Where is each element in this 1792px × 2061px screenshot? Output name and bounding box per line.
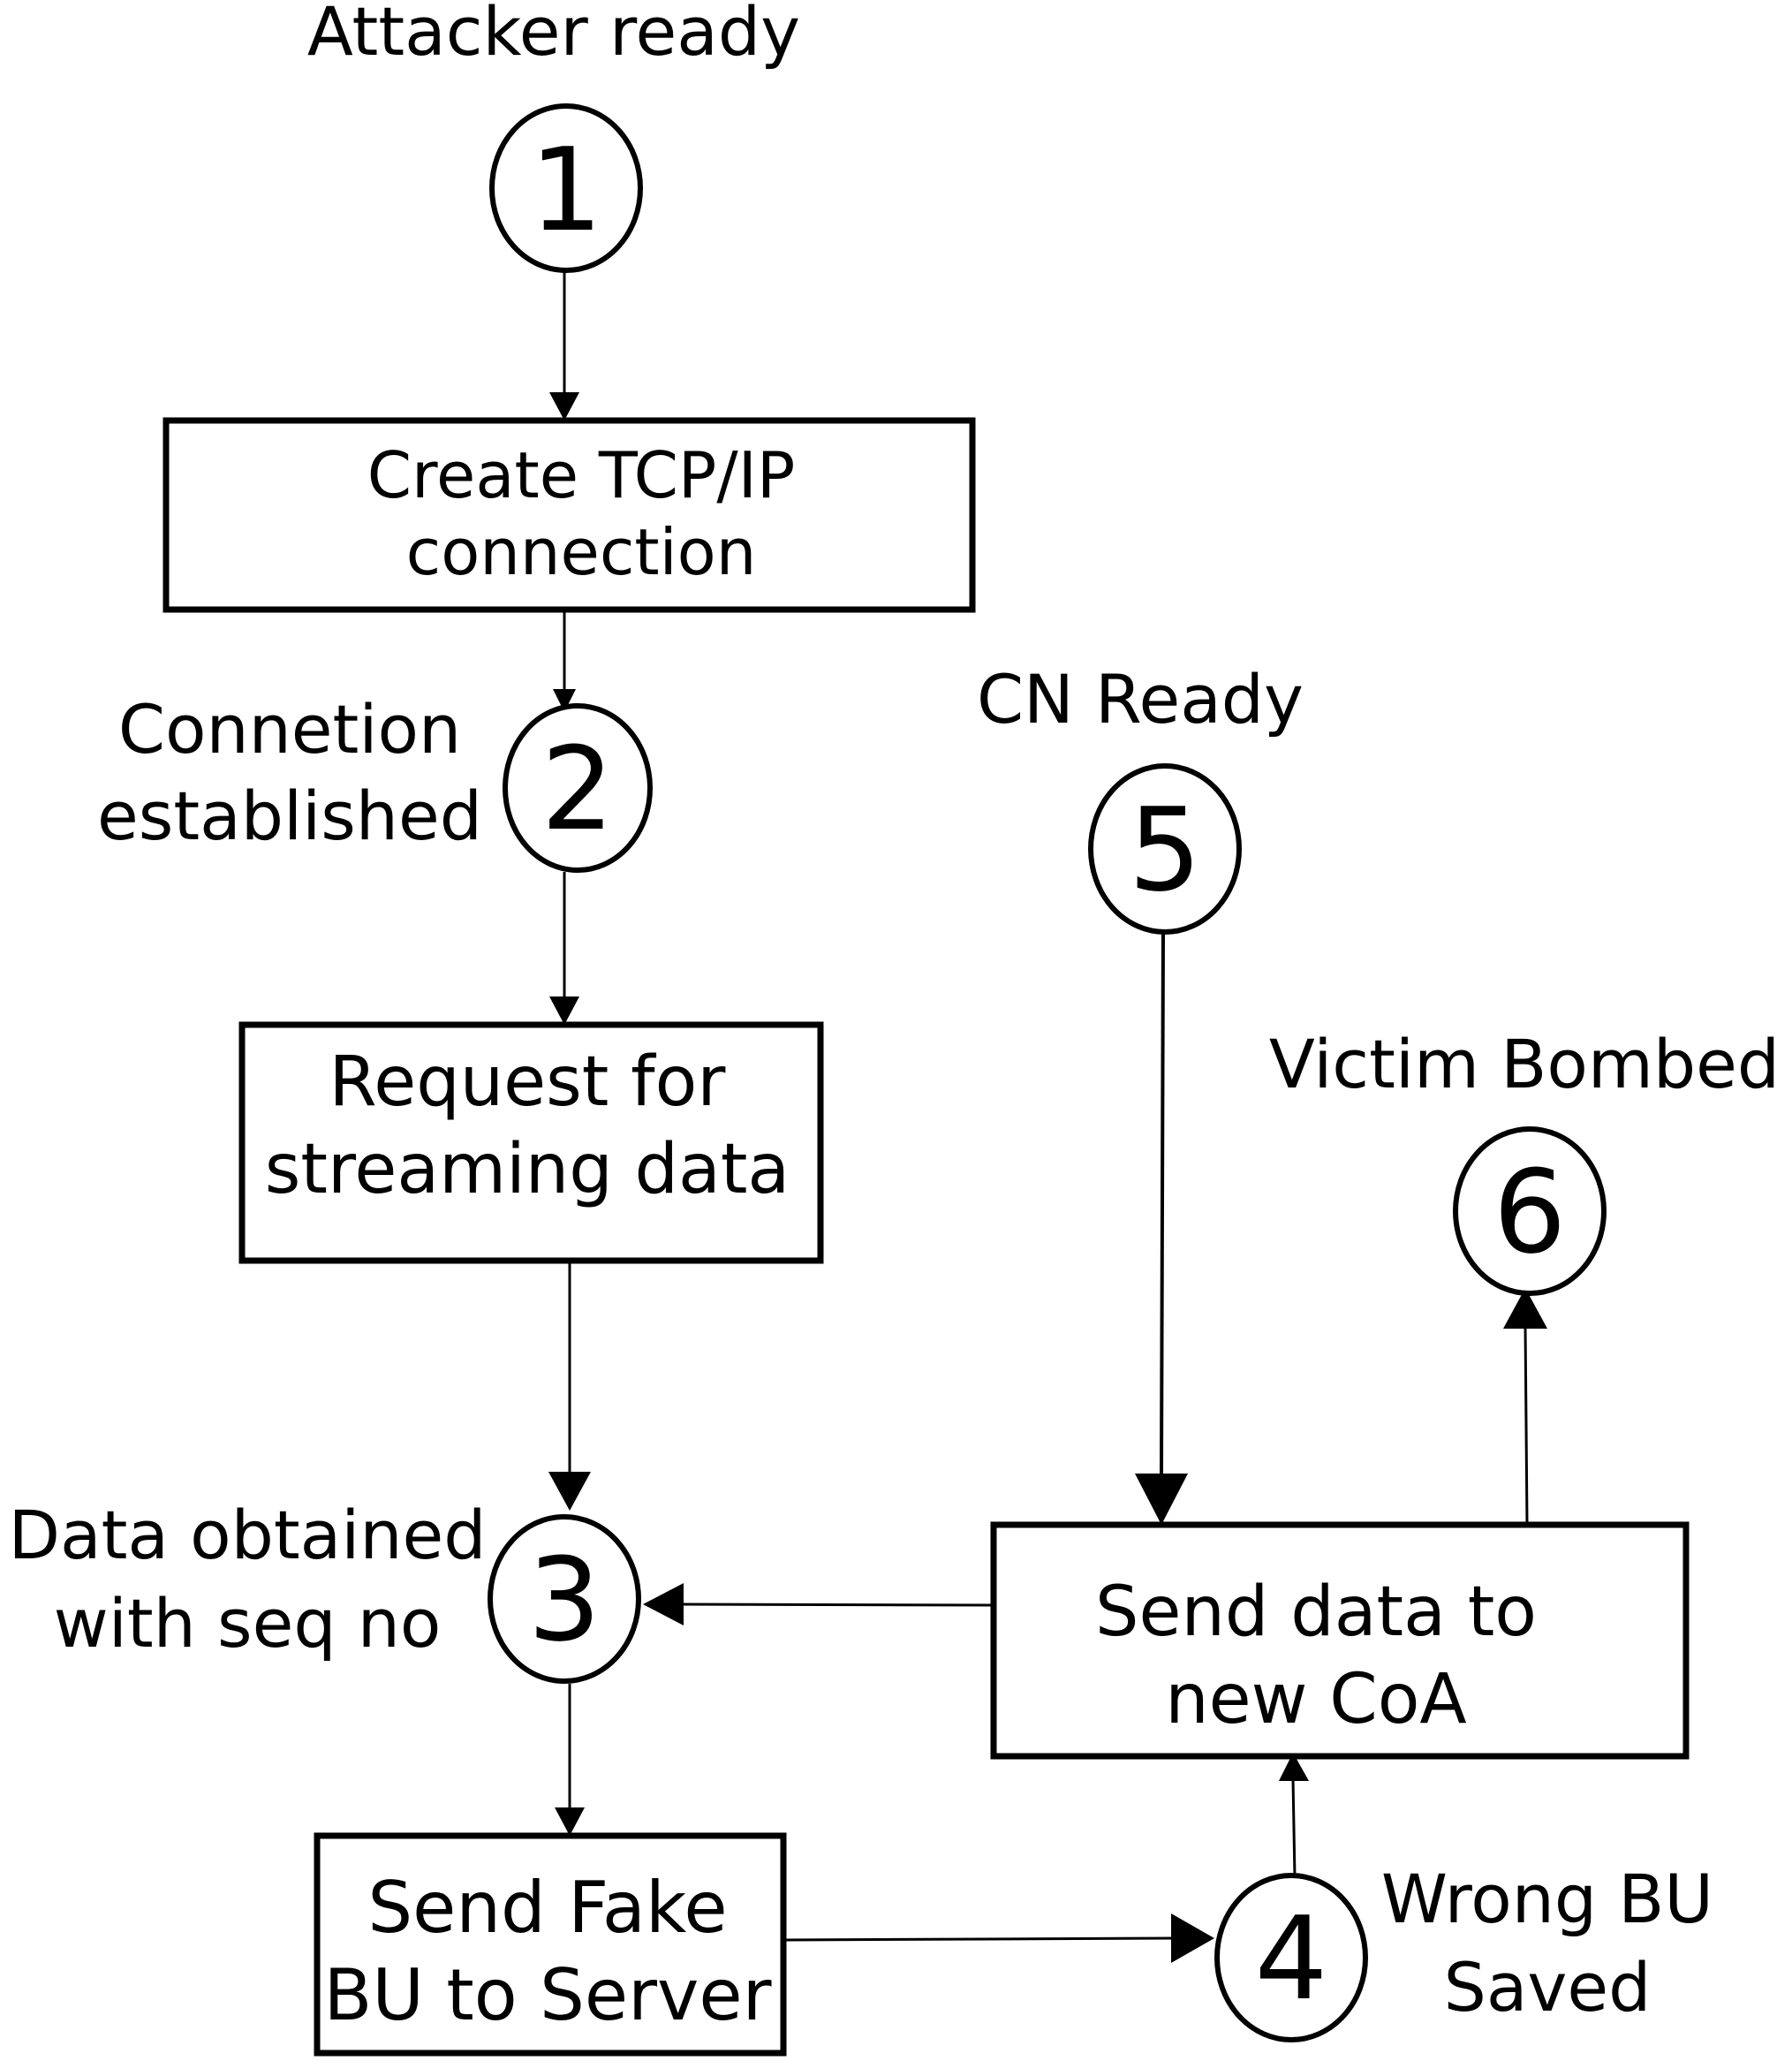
state-3-caption-line-2: with seq no xyxy=(54,1584,442,1663)
edge-a1-s2 xyxy=(553,610,576,712)
edge-s1-a1 xyxy=(549,267,579,421)
state-1: 1 xyxy=(489,103,643,273)
state-4-caption-line-2: Saved xyxy=(1444,1948,1652,2027)
action-create-connection-line-1: Create TCP/IP xyxy=(367,438,796,512)
action-request-streaming-line-2: streaming data xyxy=(265,1130,790,1209)
edge-s5-a4 xyxy=(1135,932,1188,1525)
state-5-number: 5 xyxy=(1129,783,1202,917)
state-1-caption: Attacker ready xyxy=(307,0,800,71)
state-6-caption: Victim Bombed xyxy=(1269,1025,1780,1103)
action-send-fake-bu: Send Fake BU to Server xyxy=(314,1832,787,2057)
edge-a3-s4 xyxy=(784,1913,1214,1963)
action-send-fake-bu-line-1: Send Fake xyxy=(367,1867,727,1949)
state-5-caption: CN Ready xyxy=(977,660,1304,739)
state-3: 3 xyxy=(488,1514,641,1684)
state-5: 5 xyxy=(1088,763,1242,935)
action-request-streaming-line-1: Request for xyxy=(329,1042,727,1122)
state-2: 2 xyxy=(503,703,653,873)
edge-s3-a3 xyxy=(555,1684,585,1836)
edge-s4-a4 xyxy=(1279,1753,1309,1878)
edge-a4-s6 xyxy=(1503,1288,1547,1526)
state-3-number: 3 xyxy=(528,1533,601,1667)
action-send-fake-bu-line-2: BU to Server xyxy=(324,1954,772,2036)
action-send-data-new-coa-line-1: Send data to xyxy=(1095,1572,1537,1652)
state-2-caption-line-2: established xyxy=(97,777,482,855)
state-6: 6 xyxy=(1453,1126,1607,1296)
state-4: 4 xyxy=(1214,1873,1368,2042)
state-2-caption-line-1: Connetion xyxy=(118,690,461,769)
action-create-connection: Create TCP/IP connection xyxy=(163,417,976,613)
state-2-number: 2 xyxy=(541,722,615,856)
state-4-number: 4 xyxy=(1255,1891,1328,2026)
action-create-connection-line-2: connection xyxy=(406,515,757,589)
state-1-number: 1 xyxy=(530,123,603,257)
edge-a2-s3 xyxy=(548,1261,591,1511)
action-send-data-new-coa-line-2: new CoA xyxy=(1165,1660,1467,1739)
state-3-caption-line-1: Data obtained xyxy=(8,1496,486,1574)
state-4-caption-line-1: Wrong BU xyxy=(1381,1860,1713,1938)
action-send-data-new-coa: Send data to new CoA xyxy=(990,1521,1690,1760)
action-request-streaming: Request for streaming data xyxy=(238,1021,824,1264)
edge-a4-s3 xyxy=(643,1583,992,1625)
state-6-number: 6 xyxy=(1493,1145,1567,1279)
edges xyxy=(548,267,1547,1963)
edge-s2-a2 xyxy=(549,872,579,1025)
